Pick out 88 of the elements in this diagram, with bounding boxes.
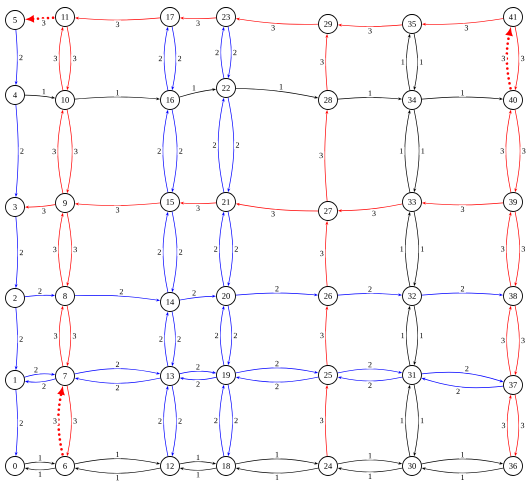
edge-label: 3 — [50, 147, 58, 156]
edge-label: 2 — [190, 288, 198, 297]
edge-label: 3 — [270, 24, 277, 32]
edge-label: 1 — [114, 450, 121, 459]
edge-label: 3 — [500, 54, 507, 63]
edge-label: 2 — [234, 140, 242, 150]
edge-label: 3 — [51, 245, 58, 254]
edge-label: 1 — [366, 472, 374, 480]
edge-label: 1 — [398, 146, 405, 156]
edge-label: 2 — [114, 360, 121, 369]
edge-label: 1 — [399, 331, 406, 340]
edge-label: 2 — [118, 287, 125, 296]
edge-label: 3 — [71, 54, 78, 63]
edge-label: 1 — [418, 416, 426, 425]
edge-label: 3 — [459, 205, 466, 214]
edge-label: 2 — [156, 54, 164, 63]
edge-label: 3 — [114, 20, 121, 29]
edge-label: 1 — [274, 450, 280, 459]
edge-label: 3 — [270, 210, 277, 218]
edge-label: 2 — [156, 416, 164, 426]
edge-label: 2 — [463, 364, 470, 373]
edge-label: 3 — [520, 336, 526, 345]
edge-label: 1 — [36, 454, 44, 462]
edge-label: 2 — [213, 331, 220, 340]
edge-label: 3 — [500, 336, 506, 345]
edge-label: 2 — [176, 334, 183, 344]
edge-label: 1 — [418, 58, 425, 66]
edge-label: 1 — [459, 473, 466, 482]
edge-label: 2 — [156, 146, 163, 156]
edge-label: 3 — [318, 151, 325, 160]
edge-label: 2 — [366, 285, 374, 294]
edge-label: 1 — [36, 470, 44, 478]
edge-label: 2 — [36, 286, 44, 296]
edge-label: 3 — [72, 245, 79, 254]
edge-label: 1 — [40, 87, 48, 96]
edge-label: 3 — [52, 54, 59, 63]
edge-label: 3 — [499, 244, 506, 254]
edge-label: 3 — [462, 24, 470, 32]
edge-label: 1 — [278, 82, 285, 91]
arrow — [506, 28, 512, 90]
edge-label: 2 — [454, 387, 462, 396]
edge-label: 3 — [318, 249, 326, 258]
edge-label: 3 — [318, 58, 326, 66]
edge-label: 3 — [52, 332, 60, 340]
edge-label: 2 — [366, 360, 374, 369]
edge-label: 3 — [72, 416, 79, 426]
edge-label: 2 — [212, 416, 220, 425]
edge-label: 3 — [318, 331, 326, 340]
edge-label: 3 — [318, 416, 326, 425]
edge-label: 3 — [519, 54, 526, 63]
edge-label: 2 — [176, 54, 184, 63]
edge-label: 1 — [399, 58, 406, 66]
edge-label: 1 — [459, 450, 466, 459]
edge-label: 1 — [459, 88, 466, 97]
edge-label: 2 — [210, 140, 218, 150]
edge-label: 2 — [156, 248, 163, 256]
edge-label: 2 — [214, 48, 221, 57]
edge-label: 1 — [366, 452, 374, 460]
edge-label: 2 — [177, 248, 184, 256]
edge-label: 1 — [398, 416, 406, 425]
edge-label: 1 — [398, 244, 406, 254]
edge-label: 1 — [190, 84, 198, 92]
edge-label: 2 — [232, 416, 240, 425]
edge-label: 3 — [366, 26, 374, 36]
edge-label: 3 — [500, 421, 507, 430]
edge-label: 3 — [51, 416, 58, 426]
edge-label: 1 — [194, 453, 202, 462]
edge-label: 3 — [40, 206, 48, 216]
edge-label: 1 — [366, 89, 374, 98]
arrow — [27, 16, 54, 22]
edge-label: 2 — [32, 366, 40, 374]
edge-label: 2 — [40, 382, 48, 390]
edge-label: 2 — [366, 381, 374, 390]
edge-label: 3 — [370, 209, 378, 218]
edge-label: 3 — [519, 421, 526, 430]
edge-label: 2 — [18, 334, 25, 344]
edge-label: 2 — [459, 284, 466, 293]
edge-label: 1 — [114, 88, 121, 97]
edge-label: 2 — [212, 244, 220, 254]
edge-label: 3 — [498, 146, 506, 156]
edge-label: 2 — [194, 362, 202, 371]
edge-label: 2 — [274, 284, 280, 293]
edge-label: 2 — [176, 416, 184, 426]
arrow — [57, 388, 64, 456]
edge-label: 3 — [114, 206, 122, 214]
edge-label: 3 — [40, 18, 48, 28]
edge-label: 2 — [157, 334, 164, 344]
edge-label: 2 — [274, 359, 280, 368]
